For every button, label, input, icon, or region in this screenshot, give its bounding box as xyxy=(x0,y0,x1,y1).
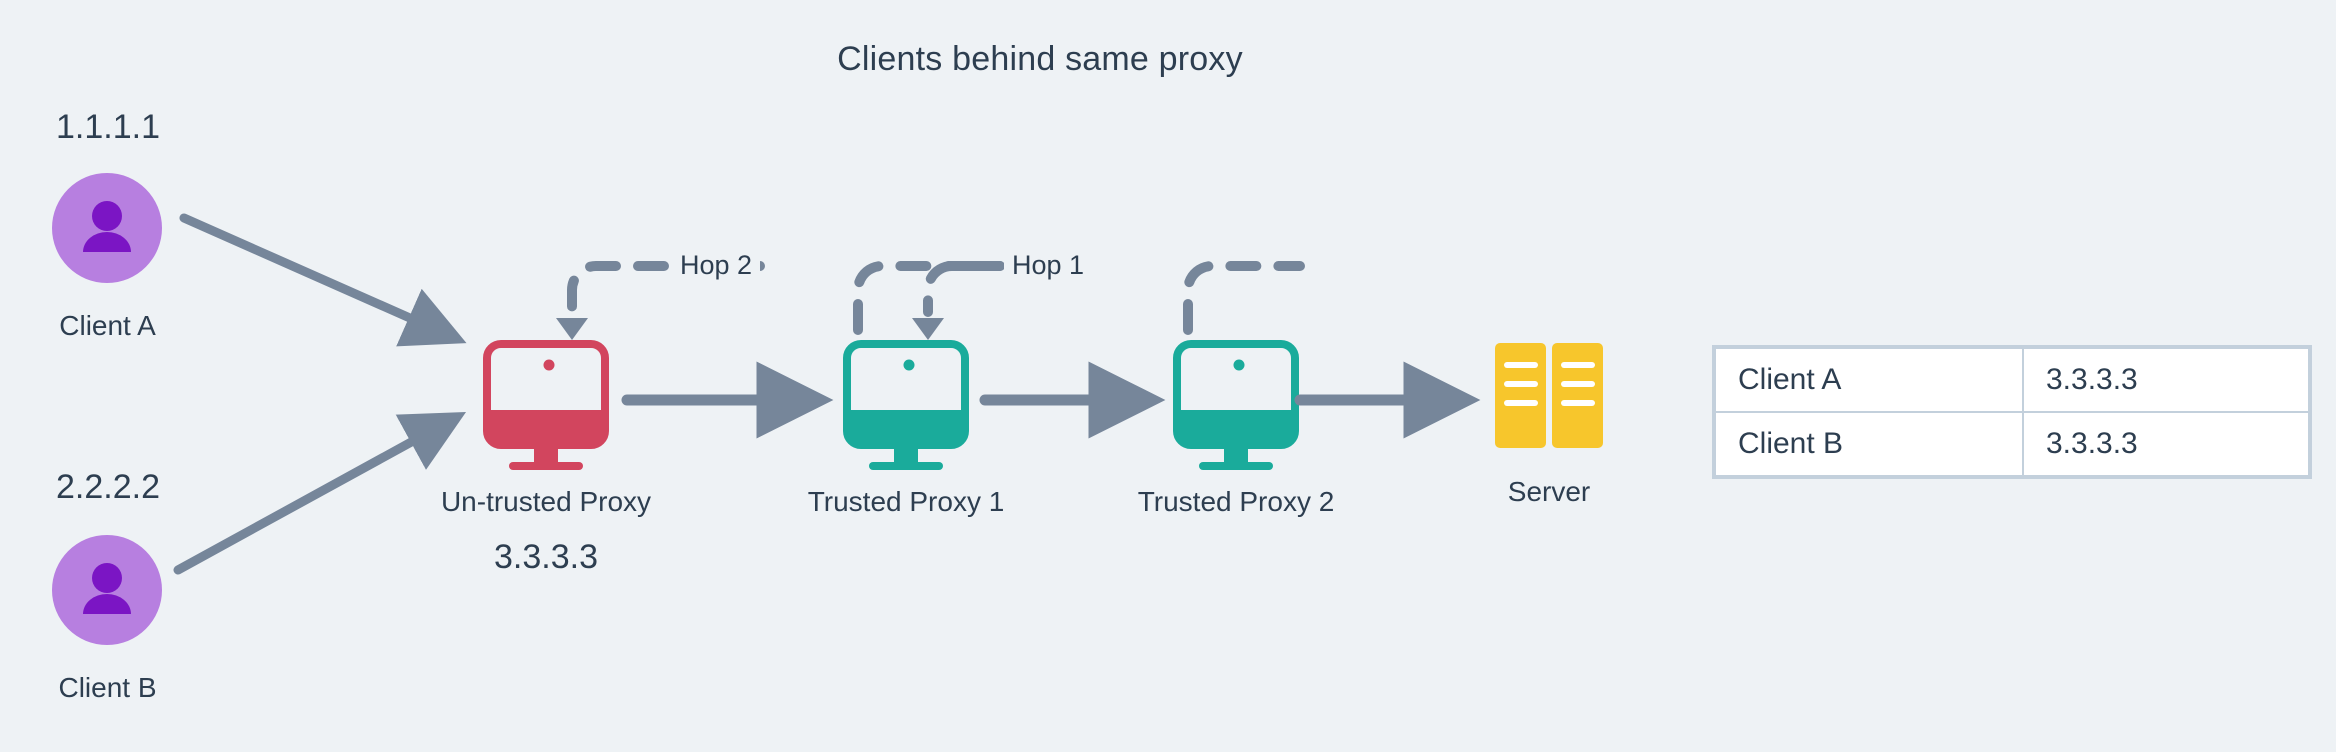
icon-monitor-untrusted-proxy xyxy=(483,340,609,470)
arrow-client-a-to-untrusted-proxy xyxy=(179,213,467,347)
client-ip-mapping-table: Client A 3.3.3.3 Client B 3.3.3.3 xyxy=(1712,345,2312,479)
client-b-label: Client B xyxy=(58,672,157,703)
hop-1-label: Hop 1 xyxy=(1004,250,1093,281)
arrow-client-b-to-untrusted-proxy xyxy=(173,411,467,575)
client-a-ip: 1.1.1.1 xyxy=(56,108,160,146)
avatar-client-a xyxy=(52,173,162,283)
table-cell-ip: 3.3.3.3 xyxy=(2024,349,2308,411)
table-row: Client B 3.3.3.3 xyxy=(1716,413,2308,475)
connector-hop-2 xyxy=(556,261,1005,340)
avatar-client-b xyxy=(52,535,162,645)
table-cell-client: Client B xyxy=(1716,413,2022,475)
table-cell-ip: 3.3.3.3 xyxy=(2024,413,2308,475)
page-title: Clients behind same proxy xyxy=(837,40,1243,78)
hop-2-label: Hop 2 xyxy=(672,250,761,281)
icon-server xyxy=(1495,343,1603,448)
trusted-proxy-2-label: Trusted Proxy 2 xyxy=(1137,486,1335,517)
icon-monitor-trusted-proxy-2 xyxy=(1173,340,1299,470)
trusted-proxy-1-label: Trusted Proxy 1 xyxy=(807,486,1005,517)
server-label: Server xyxy=(1507,476,1591,507)
connector-hop-1 xyxy=(912,261,1305,340)
untrusted-proxy-label: Un-trusted Proxy xyxy=(440,486,652,517)
client-a-label: Client A xyxy=(59,310,156,341)
icon-monitor-trusted-proxy-1 xyxy=(843,340,969,470)
table-cell-client: Client A xyxy=(1716,349,2022,411)
untrusted-proxy-ip: 3.3.3.3 xyxy=(494,538,598,576)
table-row: Client A 3.3.3.3 xyxy=(1716,349,2308,411)
client-b-ip: 2.2.2.2 xyxy=(56,468,160,506)
